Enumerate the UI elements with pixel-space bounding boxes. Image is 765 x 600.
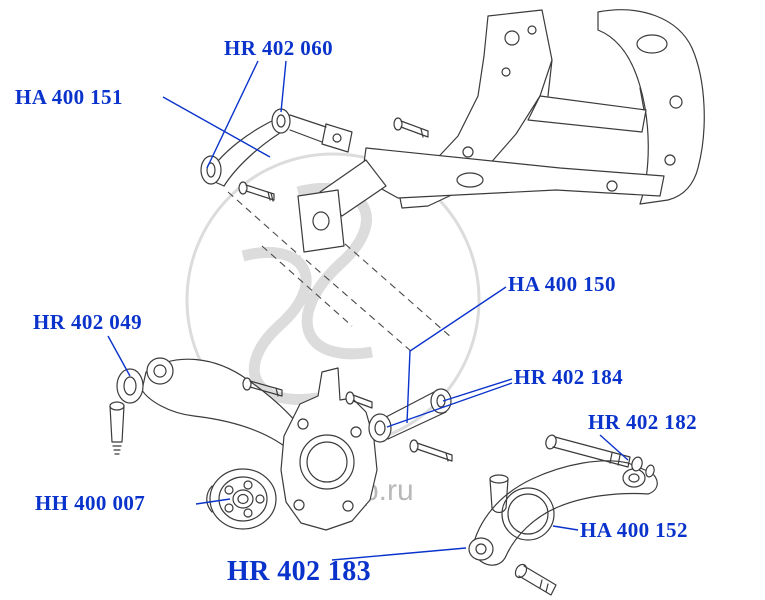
bolt-art-top-left: [238, 181, 275, 202]
bolt-art-top-right: [393, 117, 429, 138]
subframe-art: [289, 9, 705, 253]
part-label-ha-400-151: HA 400 151: [15, 85, 123, 109]
bolt-art-link-right: [409, 439, 453, 462]
part-label-hr-402-184: HR 402 184: [514, 365, 623, 389]
part-label-hr-402-183: HR 402 183: [227, 556, 371, 587]
part-label-ha-400-150: HA 400 150: [508, 272, 616, 296]
part-label-hr-402-182: HR 402 182: [588, 410, 697, 434]
bump-stop-art: [489, 474, 509, 514]
part-label-hh-400-007: HH 400 007: [35, 491, 146, 515]
bolt-art-link-left: [345, 391, 373, 409]
hub-art: [206, 468, 277, 530]
upper-control-arm-art: [200, 108, 291, 187]
front-lower-arm-art: [109, 357, 311, 455]
knuckle-art: [280, 367, 378, 531]
part-label-hr-402-049: HR 402 049: [33, 310, 142, 334]
lateral-link-art: [368, 388, 452, 443]
bolt-art-bottom: [514, 563, 557, 596]
part-label-hr-402-060: HR 402 060: [224, 36, 333, 60]
leader-lines: [107, 60, 629, 561]
bolt-art-long: [545, 434, 655, 478]
alignment-dashed-lines: [227, 191, 453, 353]
rear-lower-arm-art: [468, 460, 658, 566]
part-label-ha-400-152: HA 400 152: [580, 518, 688, 542]
bolt-art-mid: [242, 377, 283, 397]
